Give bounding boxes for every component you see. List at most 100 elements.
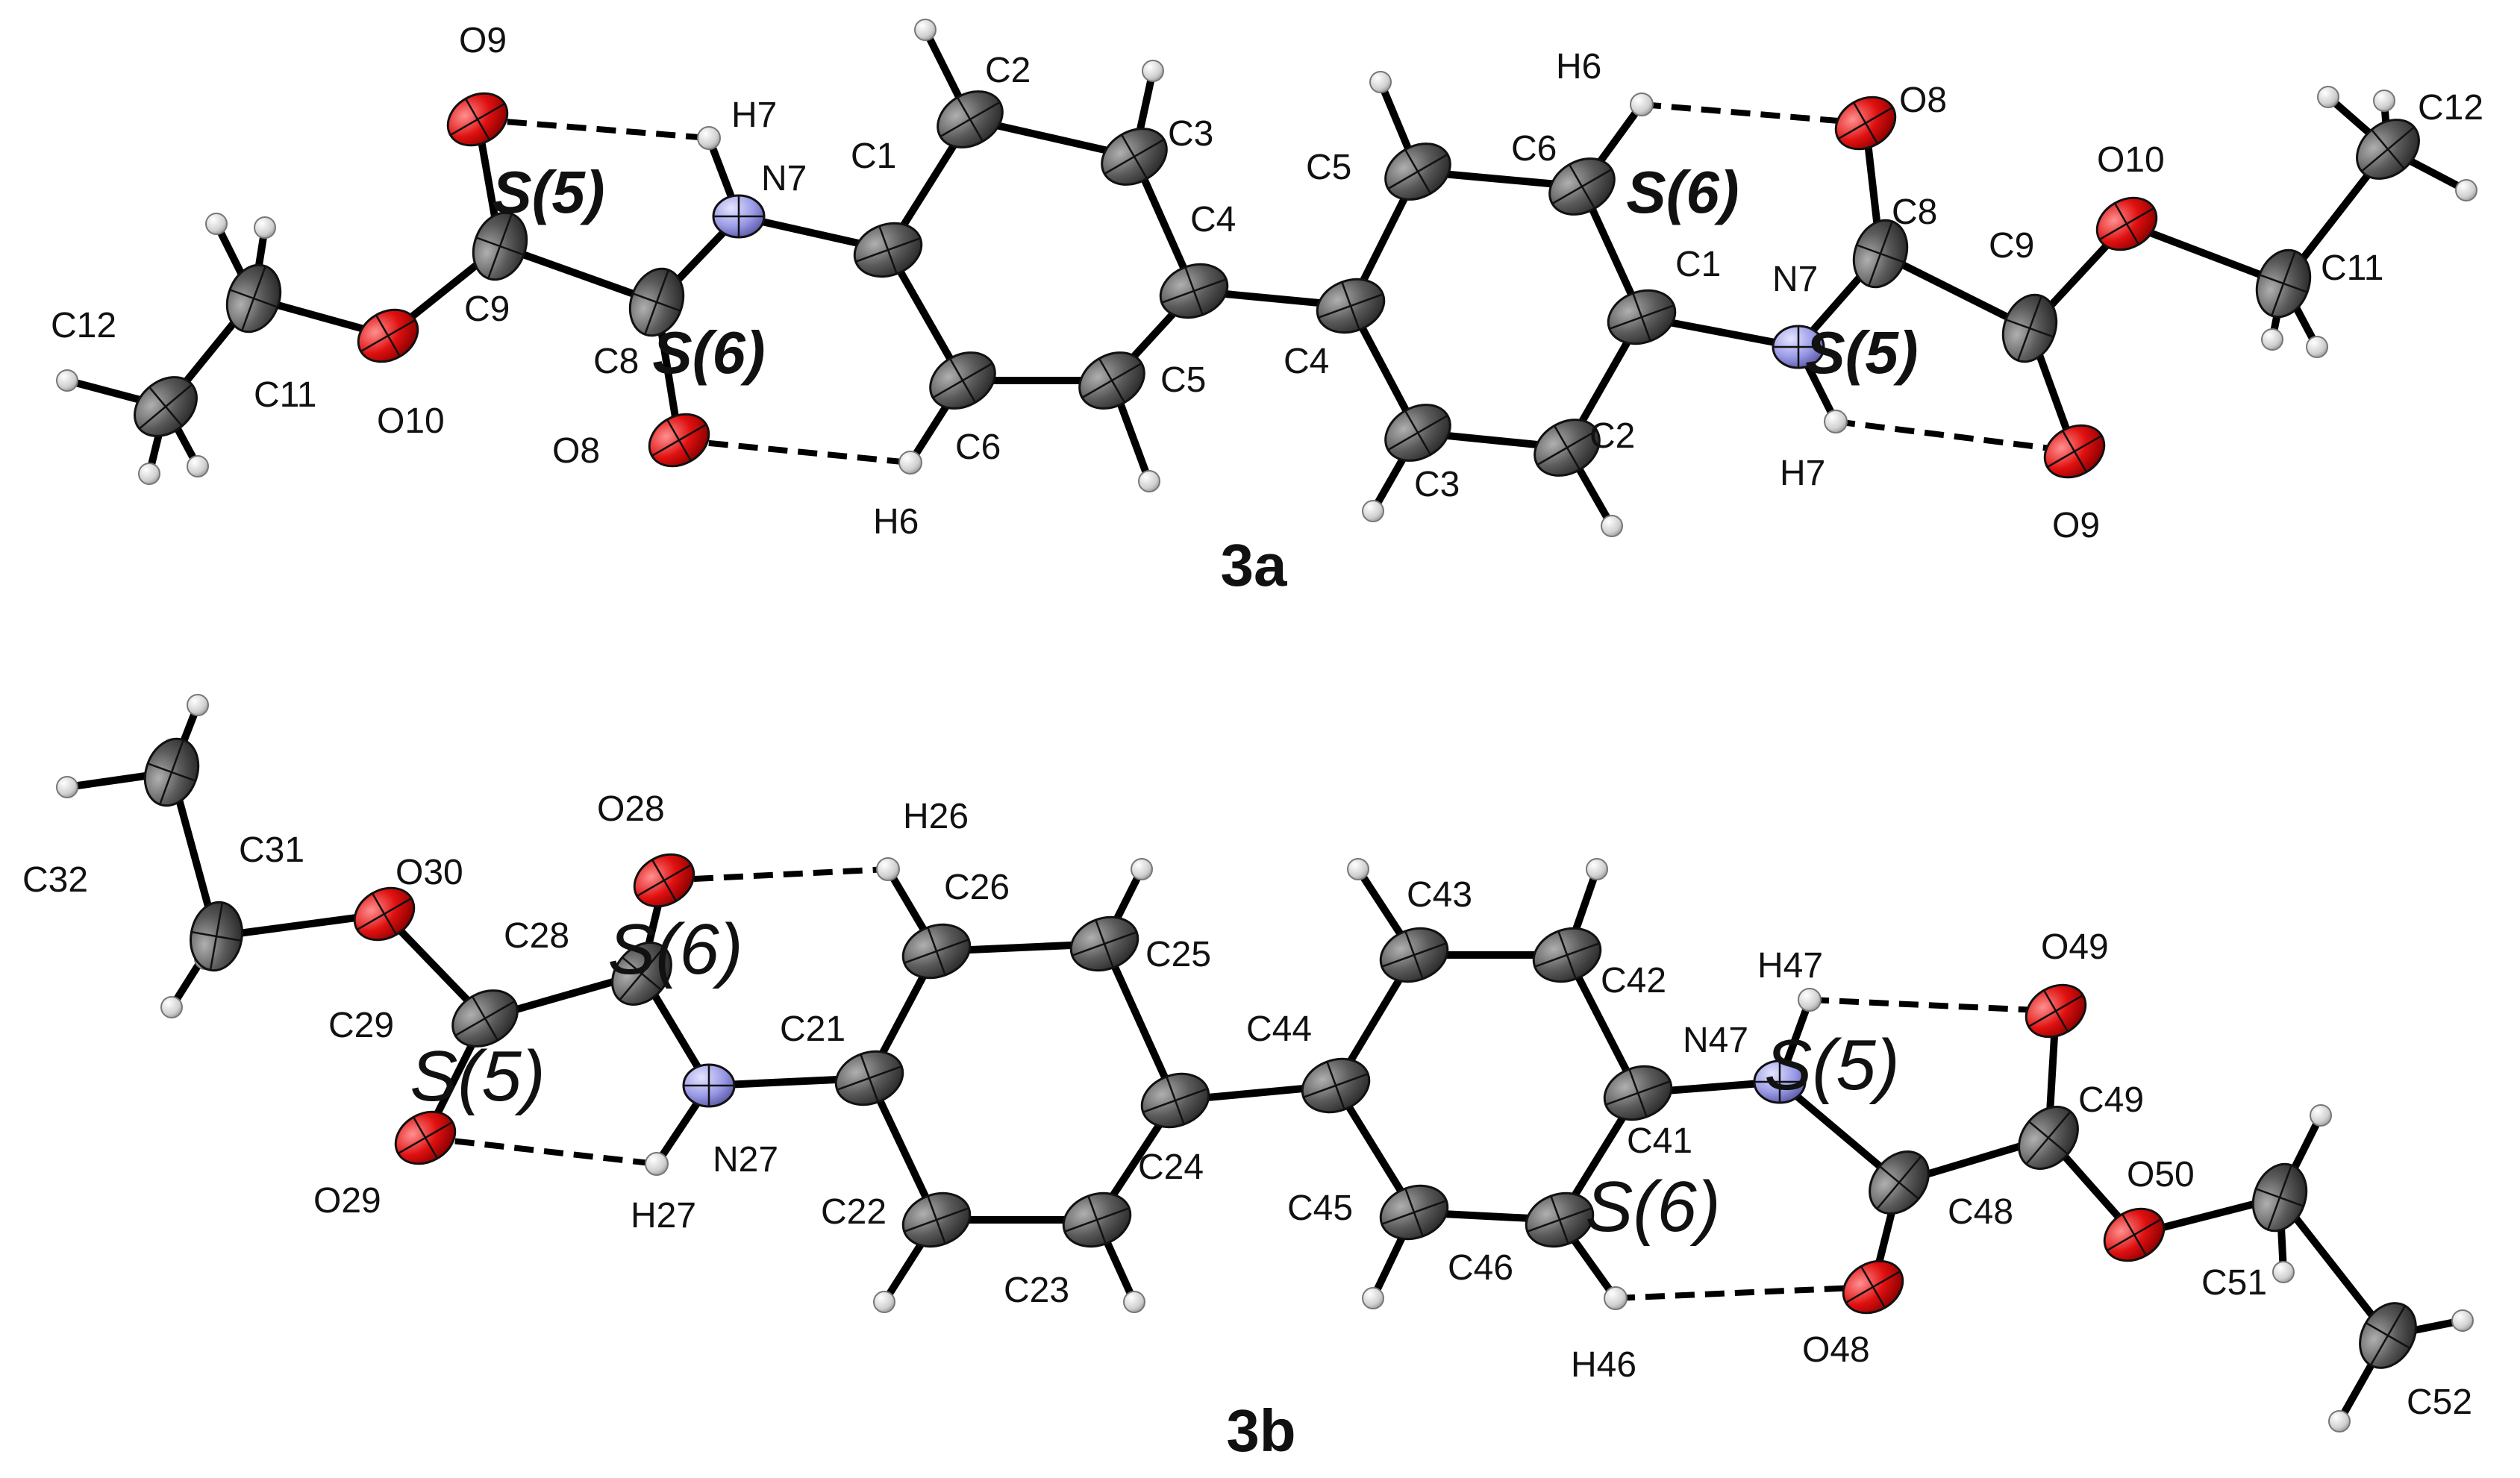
hydrogen-bond: [678, 437, 911, 466]
graph-set-motif-label: S(5): [410, 1036, 545, 1116]
hydrogen-atom: [2373, 90, 2395, 112]
atom-c44: [1301, 1057, 1371, 1114]
bond-c8-c9: [1877, 250, 2033, 332]
atom-c11: [2255, 248, 2312, 319]
hydrogen-atom: [1601, 515, 1623, 537]
graph-set-motif-label: S(5): [1764, 1025, 1899, 1105]
atom-o50: [2103, 1207, 2166, 1262]
atom-label: C5: [1160, 360, 1206, 400]
atom-o9: [446, 92, 509, 147]
atom-h26: [876, 857, 900, 881]
compound-label-3b: 3b: [1226, 1397, 1295, 1464]
hydrogen-bond: [663, 866, 889, 883]
atom-c3: [1101, 128, 1168, 186]
atom-o8: [648, 413, 710, 468]
atom-label: C26: [944, 868, 1010, 907]
atom-label: C25: [1145, 935, 1211, 974]
hydrogen-bond: [477, 116, 710, 141]
graph-set-motif-label: S(6): [1585, 1167, 1720, 1247]
atom-h6: [1630, 93, 1654, 116]
atom-c8: [1852, 219, 1909, 289]
atom-o9: [2043, 424, 2106, 479]
atom-label: H6: [873, 502, 919, 542]
atom-c12: [134, 376, 198, 437]
atom-label: O48: [1802, 1330, 1870, 1370]
atom-label: C48: [1948, 1192, 2013, 1232]
atom-c5: [1078, 351, 1145, 410]
hydrogen-atom: [1369, 71, 1392, 93]
atom-o48: [1842, 1259, 1904, 1315]
atom-c22: [901, 1192, 972, 1248]
atom-n27: [682, 1063, 736, 1108]
atom-c1: [853, 222, 923, 278]
atom-c32: [143, 737, 200, 807]
hydrogen-atom: [187, 455, 209, 477]
atom-label: N27: [713, 1140, 778, 1180]
atom-label: H46: [1571, 1345, 1636, 1385]
hydrogen-bond: [1641, 101, 1866, 126]
bond-c9-c8: [496, 242, 660, 306]
atom-o49: [2025, 983, 2087, 1039]
hydrogen-atom: [1142, 60, 1164, 82]
hydrogen-atom: [873, 1291, 895, 1313]
atom-h7: [697, 126, 721, 150]
atom-c25: [1069, 915, 1139, 972]
atom-c9: [2001, 293, 2058, 363]
atom-label: C6: [955, 428, 1001, 467]
hydrogen-atom: [138, 463, 160, 485]
hydrogen-atom: [2455, 179, 2477, 201]
atom-label: N7: [761, 159, 807, 198]
atom-label: C9: [1989, 226, 2034, 266]
atom-label: C29: [328, 1006, 394, 1045]
hydrogen-atom: [205, 213, 228, 235]
atom-label: O10: [2097, 140, 2165, 180]
hydrogen-atom: [1362, 500, 1384, 522]
atom-c49: [2018, 1106, 2079, 1170]
atom-label: H47: [1757, 946, 1823, 986]
hydrogen-atom: [2310, 1104, 2332, 1127]
atom-c45: [1379, 1184, 1449, 1241]
atom-label: C51: [2201, 1263, 2267, 1303]
atom-c43: [1379, 927, 1449, 983]
atom-c21: [834, 1050, 904, 1106]
atom-c3: [1384, 404, 1451, 462]
atom-label: C1: [1675, 245, 1721, 284]
atom-c26: [901, 923, 972, 980]
graph-set-motif-label: S(6): [652, 319, 765, 386]
atom-label: H7: [1780, 454, 1825, 493]
atom-label: C49: [2078, 1080, 2144, 1120]
atom-c9: [472, 211, 528, 281]
atom-label: C2: [985, 51, 1031, 90]
atom-c23: [1062, 1192, 1132, 1248]
atom-h27: [645, 1152, 669, 1176]
atom-c29: [451, 989, 519, 1048]
atom-label: C28: [504, 916, 569, 956]
atom-label: C32: [22, 860, 88, 900]
hydrogen-atom: [2306, 336, 2328, 358]
atom-c2: [1533, 419, 1601, 477]
atom-o30: [353, 886, 416, 942]
atom-label: C52: [2407, 1383, 2472, 1422]
atom-n7: [1772, 325, 1825, 369]
graph-set-motif-label: S(5): [492, 159, 604, 225]
atom-label: C44: [1246, 1009, 1312, 1049]
atom-label: H6: [1556, 47, 1601, 87]
atom-c28: [611, 942, 672, 1006]
hydrogen-atom: [1586, 858, 1608, 880]
atom-label: C3: [1168, 114, 1213, 154]
atom-label: O8: [1899, 81, 1947, 120]
hydrogen-atom: [1347, 858, 1369, 880]
hydrogen-bond: [1809, 997, 2057, 1014]
hydrogen-atom: [2261, 328, 2283, 351]
atom-c5: [1384, 143, 1451, 201]
bond-o10-c11: [2123, 220, 2287, 287]
bond-c24-c25: [1101, 940, 1179, 1104]
atom-o10: [357, 308, 419, 363]
atom-c4: [1316, 278, 1386, 334]
atom-h7: [1824, 410, 1848, 433]
atom-label: C4: [1284, 342, 1329, 381]
atom-label: O49: [2041, 927, 2109, 967]
atom-label: O28: [597, 789, 665, 829]
graph-set-motif-label: S(6): [1626, 159, 1739, 225]
atom-label: C4: [1190, 200, 1236, 239]
